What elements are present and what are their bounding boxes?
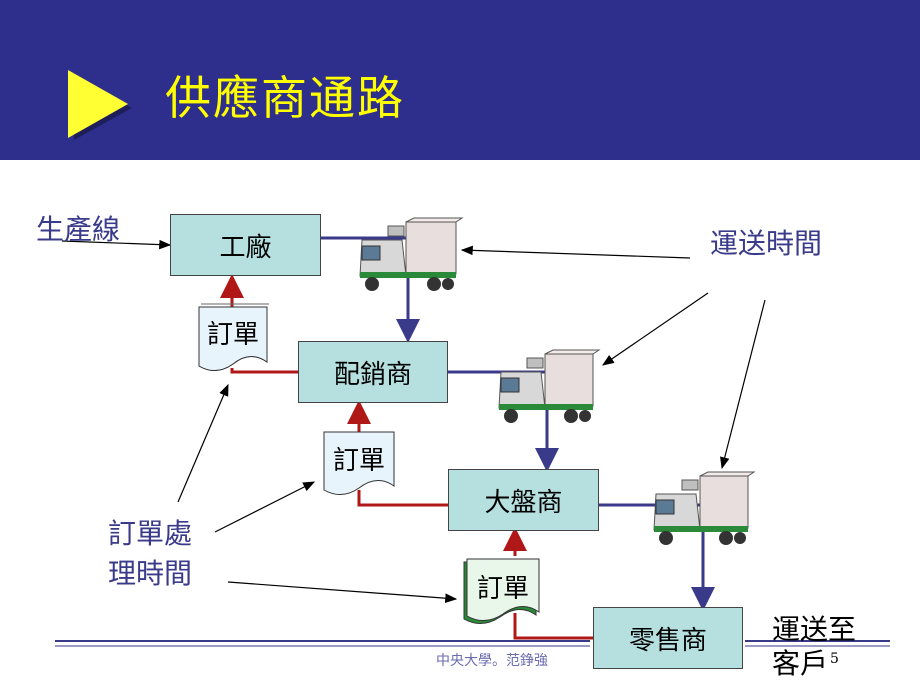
footer-credit: 中央大學。范錚強 — [436, 653, 548, 669]
truck-icon — [653, 471, 756, 545]
header-bar — [0, 0, 920, 160]
order-doc-3-label: 訂單 — [476, 574, 529, 604]
order-flow-lines — [220, 274, 593, 640]
deliver-to-customer-line2: 客戶 — [772, 647, 829, 680]
retailer-node: 零售商 — [593, 607, 743, 669]
transport-time-arrows — [460, 245, 766, 470]
order-processing-label-line2: 理時間 — [108, 557, 193, 590]
truck-icon — [498, 349, 601, 423]
order-doc-1: 訂單 — [199, 314, 267, 354]
production-line-arrow — [61, 239, 172, 250]
wholesaler-node: 大盤商 — [448, 469, 599, 531]
factory-node: 工廠 — [170, 214, 321, 276]
distributor-node: 配銷商 — [298, 341, 448, 403]
order-processing-arrows — [177, 383, 458, 603]
truck-icon — [359, 217, 464, 291]
transport-time-label: 運送時間 — [710, 227, 823, 260]
order-doc-2-label: 訂單 — [332, 446, 385, 476]
order-doc-3-shape — [463, 558, 540, 624]
order-doc-3: 訂單 — [467, 568, 539, 608]
order-processing-label-line1: 訂單處 — [108, 517, 193, 550]
page-number: 5 — [830, 651, 839, 667]
order-doc-2-shape — [323, 431, 395, 495]
order-doc-1-label: 訂單 — [206, 320, 259, 350]
play-triangle-icon — [68, 70, 132, 140]
production-line-label: 生產線 — [36, 213, 121, 246]
slide-title: 供應商通路 — [165, 71, 405, 125]
footer-lines — [55, 640, 890, 647]
order-doc-2: 訂單 — [324, 440, 394, 480]
deliver-to-customer-line1: 運送至 — [772, 613, 857, 646]
order-doc-1-shape — [198, 303, 269, 371]
